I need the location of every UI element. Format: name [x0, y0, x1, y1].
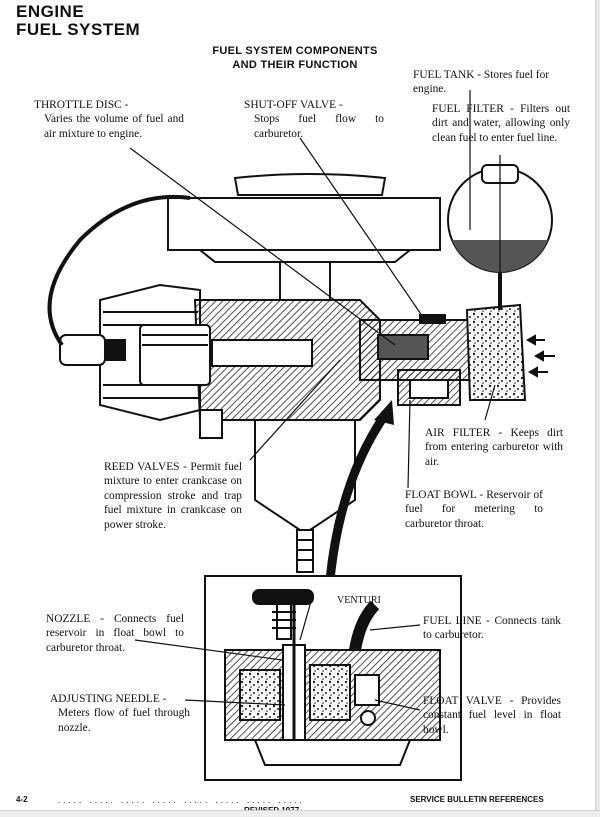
diagram-subtitle: FUEL SYSTEM COMPONENTS AND THEIR FUNCTIO…: [190, 44, 400, 72]
page-edge-bottom: [0, 810, 600, 817]
label-float-bowl-desc: Reservoir of fuel for metering to carbur…: [405, 489, 543, 530]
label-throttle-disc-desc: Varies the volume of fuel and air mixtur…: [44, 113, 184, 140]
subtitle-line-2: AND THEIR FUNCTION: [232, 59, 358, 71]
label-shutoff-valve: SHUT-OFF VALVE - Stops fuel flow to carb…: [244, 99, 384, 140]
label-fuel-line-title: FUEL LINE: [423, 615, 482, 627]
label-fuel-line: FUEL LINE - Connects tank to carburetor.: [423, 615, 561, 642]
footer-dot-leader: ..... ..... ..... ..... ..... ..... ....…: [58, 795, 305, 805]
label-throttle-disc: THROTTLE DISC - Varies the volume of fue…: [34, 99, 184, 140]
label-fuel-filter-title: FUEL FILTER: [432, 103, 504, 115]
engine-shroud-lip: [197, 249, 413, 263]
label-fuel-filter-desc: Filters out dirt and water, allowing onl…: [432, 103, 570, 144]
label-fuel-filter: FUEL FILTER - Filters out dirt and water…: [432, 103, 570, 144]
subtitle-line-1: FUEL SYSTEM COMPONENTS: [212, 45, 378, 57]
air-filter-element: [465, 303, 527, 401]
label-nozzle: NOZZLE - Connects fuel reservoir in floa…: [46, 613, 184, 654]
label-air-filter-title: AIR FILTER: [425, 427, 491, 439]
label-air-filter-desc: Keeps dirt from entering carburetor with…: [425, 427, 563, 468]
label-adjusting-needle-title: ADJUSTING NEEDLE: [50, 693, 160, 705]
header-line-2: FUEL SYSTEM: [16, 20, 141, 39]
label-float-valve: FLOAT VALVE - Provides constant fuel lev…: [423, 695, 561, 736]
label-reed-valves: REED VALVES - Permit fuel mixture to ent…: [104, 461, 242, 531]
label-fuel-tank: FUEL TANK - Stores fuel for engine.: [413, 69, 550, 96]
page-edge-right: [595, 0, 600, 817]
service-bulletin-references: SERVICE BULLETIN REFERENCES: [410, 795, 544, 804]
label-throttle-disc-title: THROTTLE DISC: [34, 99, 122, 111]
label-nozzle-title: NOZZLE: [46, 613, 91, 625]
spark-plug-wire: [47, 194, 191, 347]
inset-arrow: [325, 412, 389, 581]
carburetor-detail-inset: [204, 575, 462, 781]
label-adjusting-needle-desc: Meters flow of fuel through nozzle.: [58, 707, 190, 734]
label-shutoff-valve-desc: Stops fuel flow to carburetor.: [254, 113, 384, 140]
label-shutoff-valve-title: SHUT-OFF VALVE: [244, 99, 337, 111]
piston: [139, 324, 211, 386]
label-nozzle-desc: Connects fuel reservoir in float bowl to…: [46, 613, 184, 654]
label-reed-valves-desc: Permit fuel mixture to enter crankcase o…: [104, 461, 242, 531]
exhaust-port: [199, 409, 223, 439]
section-header: ENGINE FUEL SYSTEM: [16, 3, 140, 39]
leader-lines: [129, 90, 501, 711]
label-fuel-tank-title: FUEL TANK: [413, 69, 475, 81]
carb-top-cap: [233, 173, 387, 196]
label-venturi: VENTURI: [337, 595, 381, 606]
page-number: 4-2: [16, 795, 28, 804]
label-float-bowl-title: FLOAT BOWL: [405, 489, 477, 501]
label-float-valve-desc: Provides constant fuel level in float bo…: [423, 695, 561, 736]
air-inflow-arrows: [525, 334, 555, 378]
label-float-valve-title: FLOAT VALVE: [423, 695, 502, 707]
label-fuel-tank-desc: Stores fuel for engine.: [413, 69, 550, 96]
label-float-bowl: FLOAT BOWL - Reservoir of fuel for meter…: [405, 489, 543, 530]
label-fuel-line-desc: Connects tank to carburetor.: [423, 615, 561, 642]
connecting-rod: [211, 339, 313, 367]
carb-funnel: [279, 261, 331, 301]
header-line-1: ENGINE: [16, 2, 85, 21]
label-adjusting-needle: ADJUSTING NEEDLE - Meters flow of fuel t…: [50, 693, 190, 734]
label-reed-valves-title: REED VALVES: [104, 461, 180, 473]
label-air-filter: AIR FILTER - Keeps dirt from entering ca…: [425, 427, 563, 468]
spark-plug: [59, 334, 106, 366]
engine-shroud-top: [167, 197, 441, 251]
